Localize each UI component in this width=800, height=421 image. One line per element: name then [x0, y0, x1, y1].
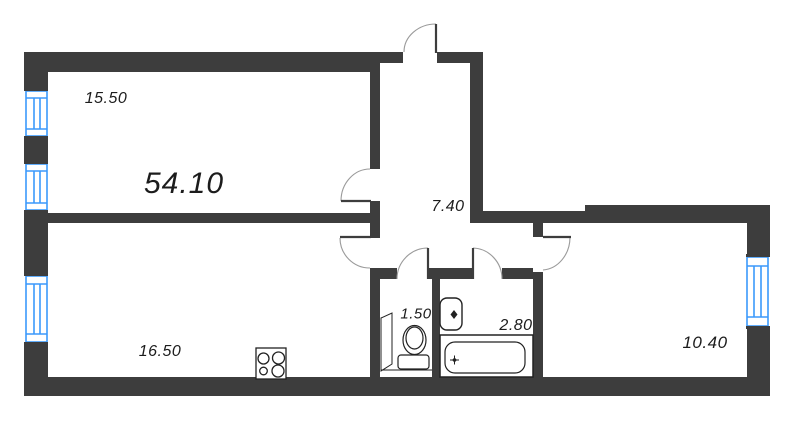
bathtub-drain [450, 355, 459, 365]
wall-top-left [24, 52, 370, 72]
window-living-2 [25, 163, 48, 211]
wall-wc-bath-top [427, 268, 473, 279]
label-living-area: 15.50 [84, 90, 128, 107]
door-leaves [340, 24, 571, 279]
wall-hall-left-mid [370, 201, 380, 238]
window-bedroom [746, 256, 769, 327]
window-kitchen [25, 275, 48, 343]
wall-hall-left-lower [370, 268, 380, 377]
walls [24, 52, 770, 396]
label-hallway-area: 7.40 [431, 198, 465, 215]
sink-icon [439, 297, 463, 331]
stove-icon [255, 347, 287, 380]
wall-left-d [24, 343, 48, 396]
entrance-door-arc [403, 23, 437, 53]
toilet-icon [397, 324, 430, 370]
wall-bedroom-top-b [585, 205, 770, 223]
wall-left-b [24, 137, 48, 163]
window-caps [24, 88, 770, 345]
wall-bedroom-top-a [483, 211, 585, 223]
kitchen-door-arc [339, 237, 371, 269]
wall-top-entry-right [437, 52, 483, 63]
wall-bath-top-right [502, 268, 533, 279]
wall-left-a [24, 52, 48, 90]
bedroom-door-arc [542, 236, 571, 271]
wc-panel [380, 312, 432, 372]
label-bathroom-area: 2.80 [499, 317, 533, 334]
bathtub-icon [439, 334, 534, 378]
wall-wc-bath-divider [432, 279, 440, 377]
wall-top-entry-left [370, 52, 403, 63]
wall-living-kitchen [48, 213, 370, 223]
wall-hall-right [470, 52, 483, 223]
wall-bottom [24, 377, 770, 396]
door-arcs [339, 23, 571, 280]
label-bedroom-area: 10.40 [682, 333, 728, 352]
window-living-1 [25, 90, 48, 137]
label-total-area: 54.10 [143, 167, 225, 200]
wall-bedroom-door-stub [533, 223, 543, 237]
wall-right-upper [747, 223, 770, 256]
wall-wc-top-stub [380, 268, 397, 279]
wall-left-c [24, 211, 48, 275]
bathroom-door-arc [472, 247, 503, 280]
label-wc-area: 1.50 [400, 305, 432, 323]
wall-hall-left-upper [370, 63, 380, 169]
wc-door-arc [396, 247, 429, 280]
label-kitchen-area: 16.50 [138, 343, 182, 360]
living-door-arc [340, 168, 371, 202]
wall-bath-bedroom [533, 272, 543, 377]
